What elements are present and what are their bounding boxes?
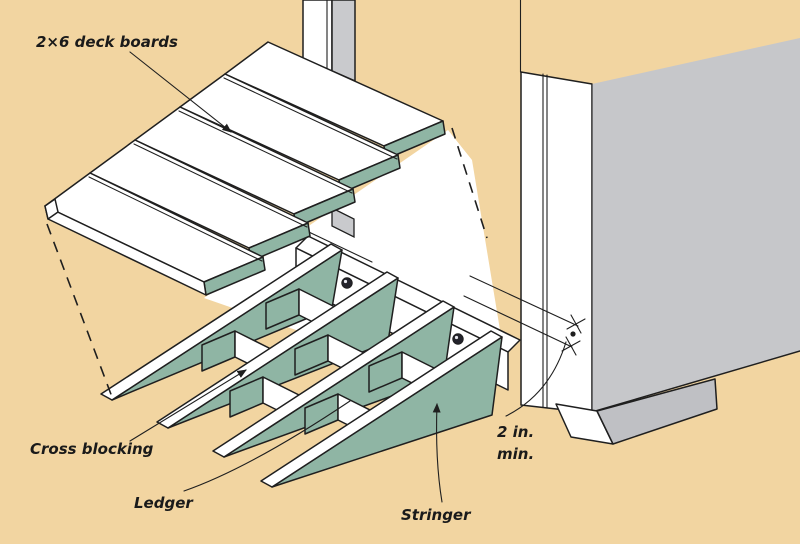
- label-ledger: Ledger: [134, 494, 194, 512]
- extension-line: [463, 295, 573, 348]
- jamb-bottom-block: [331, 206, 355, 239]
- deck-board-left-end: [44, 198, 59, 220]
- door-jamb: [302, 0, 356, 83]
- wall-base-edge: [591, 350, 800, 413]
- house-corner: [520, 38, 800, 445]
- ledger-leader: [183, 400, 351, 492]
- tick-mark: [566, 314, 586, 334]
- projection-dashed-line: [451, 127, 488, 239]
- label-stringer: Stringer: [401, 506, 472, 524]
- extension-line: [469, 275, 579, 327]
- corner-trim: [520, 71, 593, 414]
- stringer-top: [156, 271, 399, 429]
- stringer: [100, 243, 343, 401]
- stringer-top: [100, 243, 343, 401]
- bolt-icon: [452, 333, 464, 345]
- label-dimension-line1: 2 in.: [497, 423, 534, 441]
- label-dimension-line2: min.: [497, 445, 534, 463]
- stringer-top: [212, 300, 455, 458]
- tick-mark: [561, 336, 581, 356]
- deck-boards: [44, 41, 446, 296]
- stringer: [260, 330, 503, 488]
- side-wall: [592, 38, 800, 412]
- dimension-2in-min: [463, 275, 586, 417]
- cross-blocking-leader: [129, 369, 247, 442]
- deck-board-gaps: [88, 77, 398, 262]
- deck-boards-leader: [129, 51, 232, 133]
- stringer-leader: [432, 403, 443, 503]
- label-deck-boards: 2×6 deck boards: [36, 33, 178, 51]
- stringer: [212, 300, 455, 458]
- bolt-highlight: [343, 279, 348, 284]
- foundation-side: [596, 378, 718, 445]
- label-cross-blocking: Cross blocking: [30, 440, 154, 458]
- bolt-highlight: [454, 335, 459, 340]
- dimension-dot: [570, 331, 576, 337]
- projection-dashed-line: [46, 223, 113, 398]
- dimension-leader-curve: [505, 341, 567, 417]
- stringer-top: [260, 330, 503, 488]
- door-jamb-shadow: [331, 0, 356, 83]
- bolt-icon: [341, 277, 353, 289]
